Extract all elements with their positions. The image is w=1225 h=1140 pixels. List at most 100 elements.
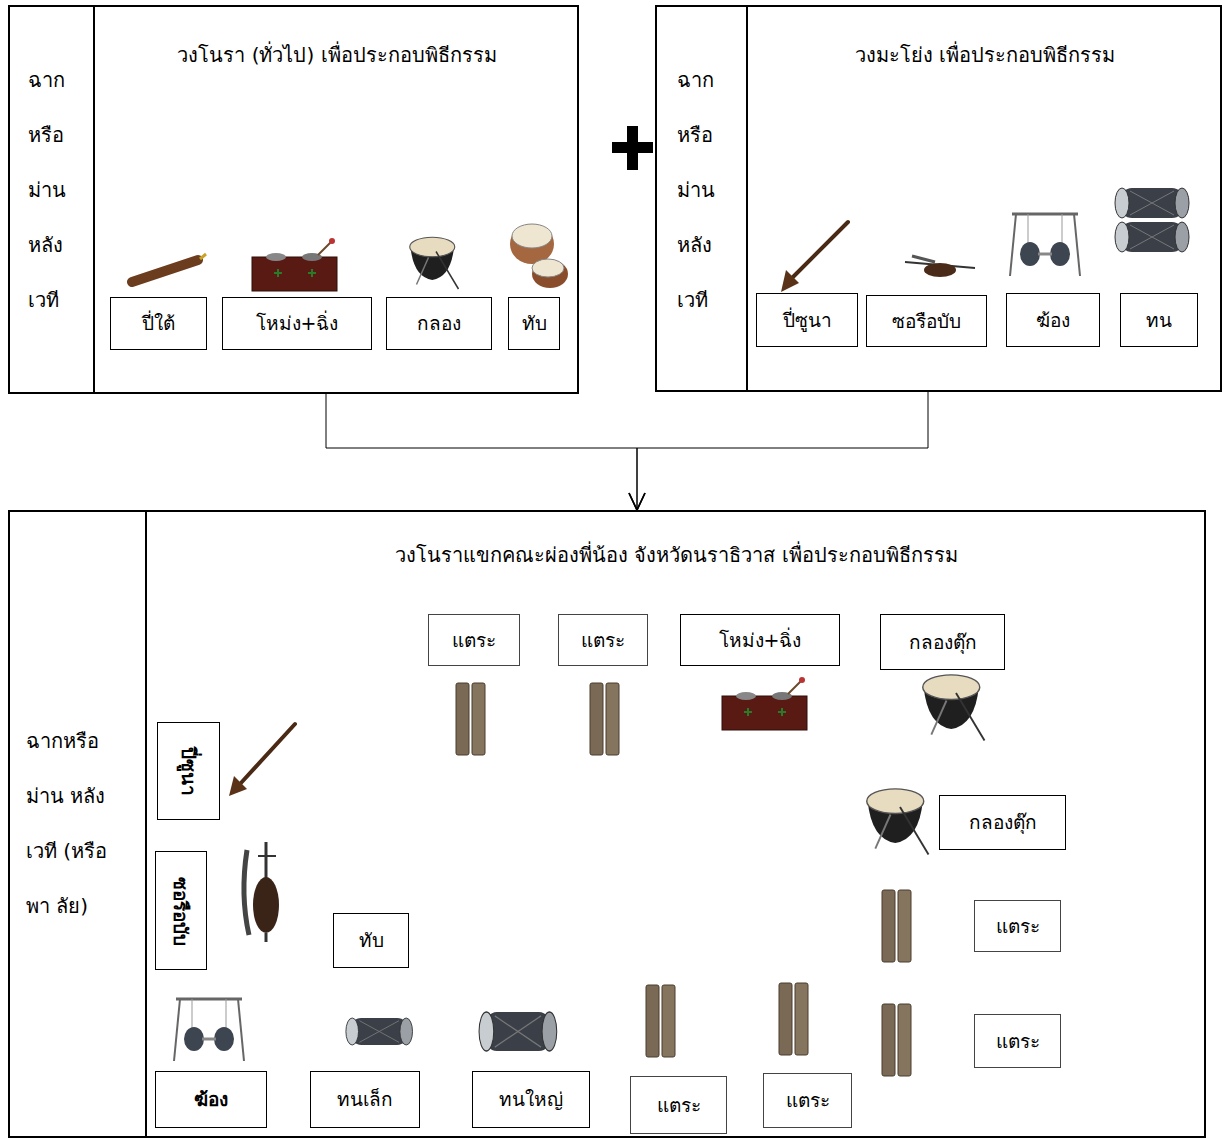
instrument-name: แตระ: [996, 915, 1040, 938]
pi-suna: [229, 776, 247, 796]
instrument-name: แตระ: [452, 629, 496, 652]
instrument-label: ปี่ซูนา: [756, 293, 858, 347]
plus-sign: [612, 142, 653, 153]
mong-ching: [722, 677, 807, 730]
pi-suna: [229, 724, 295, 796]
band-title: วงโนราแขกคณะผ่องพี่น้อง จังหวัดนราธิวาส …: [149, 542, 1204, 568]
gong: [174, 999, 244, 1061]
instrument-name: ปี่ซูนา: [783, 309, 832, 332]
thon-lek: [346, 1018, 413, 1045]
instrument-name: กลอง: [417, 312, 461, 335]
rebab: [912, 256, 935, 262]
instrument-label: ปี่ซูนา: [157, 722, 220, 820]
rebab: [244, 850, 249, 935]
thon: [1115, 188, 1189, 218]
instrument-name: แตระ: [657, 1094, 701, 1117]
tae: [882, 1004, 911, 1076]
instrument-name: แตระ: [786, 1089, 830, 1112]
klong-tuk: [923, 675, 985, 741]
tae: [456, 683, 485, 755]
rebab: [265, 933, 268, 942]
pi-tai: [132, 254, 206, 282]
merge-connector: [326, 394, 637, 510]
band-box: วงโนราแขกคณะผ่องพี่น้อง จังหวัดนราธิวาส …: [8, 510, 1206, 1138]
instrument-name: ฆ้อง: [1036, 309, 1070, 332]
pi-suna: [240, 724, 295, 784]
backdrop-panel: ฉากหรือ ม่าน หลังเวที (หรือพา ลัย): [10, 512, 147, 1136]
rebab: [253, 877, 279, 933]
thap: [510, 224, 568, 288]
instrument-name: ซอรือบับ: [892, 310, 961, 333]
backdrop-panel: ฉาก หรือ ม่าน หลัง เวที: [657, 7, 748, 390]
instrument-name: โหม่ง+ฉิ่ง: [719, 629, 802, 652]
pi-tai: [132, 260, 198, 282]
tae: [882, 890, 911, 962]
rebab: [258, 855, 276, 857]
instrument-name: ปี่ซูนา: [177, 747, 200, 796]
instrument-label: ทับ: [508, 297, 560, 350]
instrument-name: กลองตุ๊ก: [969, 811, 1037, 834]
pi-suna: [792, 222, 848, 278]
merge-connector: [637, 392, 928, 510]
instrument-label: ทับ: [333, 913, 409, 968]
rebab: [924, 263, 956, 277]
instrument-name: ฆ้อง: [194, 1088, 228, 1111]
klong-tuk: [867, 789, 929, 855]
backdrop-panel: ฉาก หรือ ม่าน หลัง เวที: [10, 7, 95, 392]
thon: [1115, 222, 1189, 252]
instrument-label: ฆ้อง: [1006, 293, 1100, 347]
thon-yai: [479, 1012, 557, 1051]
pi-suna: [781, 222, 848, 292]
pi-suna: [781, 270, 799, 292]
klong: [410, 237, 459, 289]
instrument-label: ทน: [1120, 293, 1198, 347]
instrument-label: แตระ: [974, 1014, 1061, 1068]
backdrop-label: ฉากหรือ ม่าน หลังเวที (หรือพา ลัย): [26, 714, 126, 934]
pi-tai: [200, 254, 206, 259]
instrument-name: กลองตุ๊ก: [909, 631, 977, 654]
instrument-name: แตระ: [581, 629, 625, 652]
instrument-label: ปี่ใต้: [110, 297, 207, 350]
thap: [532, 260, 568, 288]
instrument-label: ฆ้อง: [155, 1071, 267, 1128]
instrument-name: ทนเล็ก: [337, 1088, 393, 1111]
instrument-label: โหม่ง+ฉิ่ง: [222, 297, 372, 350]
rebab: [244, 842, 279, 942]
rebab: [265, 842, 268, 880]
plus-sign: [612, 126, 653, 170]
band-box: วงโนรา (ทั่วไป) เพื่อประกอบพิธีกรรมฉาก ห…: [8, 5, 579, 394]
thap: [512, 224, 552, 248]
instrument-label: กลองตุ๊ก: [939, 795, 1066, 850]
instrument-label: แตระ: [763, 1073, 852, 1128]
tae: [646, 985, 675, 1057]
instrument-name: แตระ: [996, 1030, 1040, 1053]
band-title: วงมะโย่ง เพื่อประกอบพิธีกรรม: [750, 42, 1220, 68]
instrument-label: ทนเล็ก: [310, 1071, 420, 1128]
band-box: วงมะโย่ง เพื่อประกอบพิธีกรรม ฉาก หรือ ม่า…: [655, 5, 1222, 392]
instrument-label: ทนใหญ่: [472, 1071, 590, 1128]
instrument-name: ทนใหญ่: [499, 1088, 563, 1111]
instrument-name: ซอรือบับ: [170, 876, 193, 945]
instrument-name: ทน: [1146, 309, 1172, 332]
mong-ching: [252, 238, 337, 291]
band-title: วงโนรา (ทั่วไป) เพื่อประกอบพิธีกรรม: [97, 42, 577, 68]
instrument-label: โหม่ง+ฉิ่ง: [680, 614, 840, 666]
instrument-label: กลองตุ๊ก: [880, 614, 1005, 670]
tae: [779, 983, 808, 1055]
instrument-label: ซอรือบับ: [866, 295, 987, 347]
instrument-name: โหม่ง+ฉิ่ง: [256, 312, 339, 335]
thap: [510, 224, 554, 264]
instrument-label: แตระ: [974, 900, 1061, 952]
tae: [590, 683, 619, 755]
gong: [1010, 214, 1080, 276]
instrument-name: ทับ: [359, 929, 384, 952]
instrument-name: ปี่ใต้: [142, 312, 175, 335]
instrument-label: แตระ: [558, 614, 648, 666]
backdrop-label: ฉาก หรือ ม่าน หลัง เวที: [677, 53, 733, 328]
instrument-label: กลอง: [386, 297, 492, 350]
rebab: [905, 256, 975, 277]
instrument-label: ซอรือบับ: [155, 851, 207, 970]
instrument-label: แตระ: [630, 1076, 727, 1134]
instrument-name: ทับ: [522, 312, 547, 335]
